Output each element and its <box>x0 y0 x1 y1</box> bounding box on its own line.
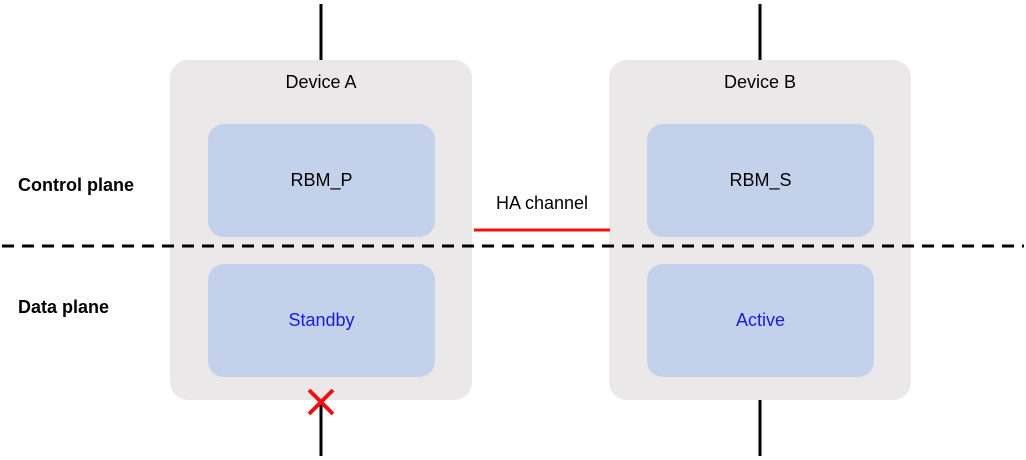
device-b-data-module: Active <box>647 264 874 377</box>
device-b: Device B RBM_S Active <box>609 60 911 400</box>
device-b-title: Device B <box>723 72 797 92</box>
data-plane-label: Data plane <box>18 297 110 317</box>
device-a-data-module: Standby <box>208 264 435 377</box>
link-failure-x-icon <box>307 388 335 416</box>
device-b-control-module: RBM_S <box>647 124 874 237</box>
device-a: Device A RBM_P Standby <box>170 60 472 400</box>
ha-channel-label: HA channel <box>495 193 589 213</box>
control-plane-label: Control plane <box>18 175 134 195</box>
device-a-title: Device A <box>285 72 357 92</box>
device-a-control-module: RBM_P <box>208 124 435 237</box>
